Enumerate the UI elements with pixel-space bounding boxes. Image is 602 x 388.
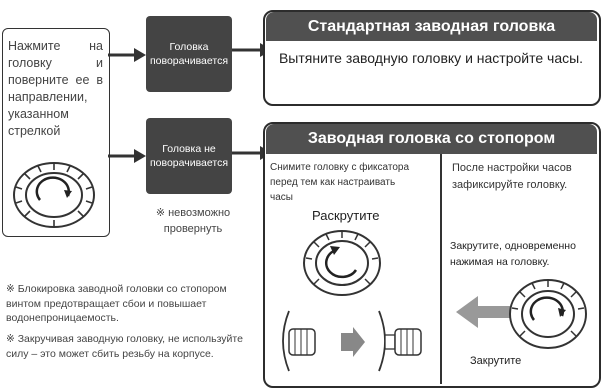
lock-left-text: Снимите головку с фиксатора перед тем ка… — [270, 162, 410, 203]
arrow-to-not-turns — [108, 149, 146, 163]
lock-divider — [440, 154, 442, 384]
arrow-to-turns — [108, 48, 146, 62]
standard-title: Стандартная заводная головка — [266, 12, 597, 41]
crown-side-view-icon — [282, 310, 422, 372]
unscrew-crown-icon — [303, 230, 381, 296]
instruction-box — [2, 28, 110, 237]
cannot-turn-note: ※ невозможно провернуть — [155, 207, 231, 235]
not-turns-box: Головка не поворачивается — [146, 118, 232, 194]
note-1: ※ Блокировка заводной головки со стопоро… — [6, 283, 227, 324]
not-turns-label: Головка не поворачивается — [149, 143, 229, 169]
turns-box: Головка поворачивается — [146, 16, 232, 92]
crown-icon — [13, 162, 95, 228]
instruction-text: Нажмите на головку и поверните ее в напр… — [8, 39, 103, 138]
note-2: ※ Закручивая заводную головку, не исполь… — [6, 333, 243, 360]
standard-text: Вытяните заводную головку и настройте ча… — [278, 50, 584, 66]
screw-crown-icon — [456, 279, 587, 349]
lock-title: Заводная головка со стопором — [266, 124, 597, 154]
lock-right-text: После настройки часов зафиксируйте голов… — [452, 162, 572, 191]
turns-label: Головка поворачивается — [149, 41, 229, 67]
screw-text: Закрутите, одновременно нажимая на голов… — [450, 240, 576, 268]
unscrew-label: Раскрутите — [312, 208, 380, 223]
screw-label: Закрутите — [470, 355, 522, 367]
